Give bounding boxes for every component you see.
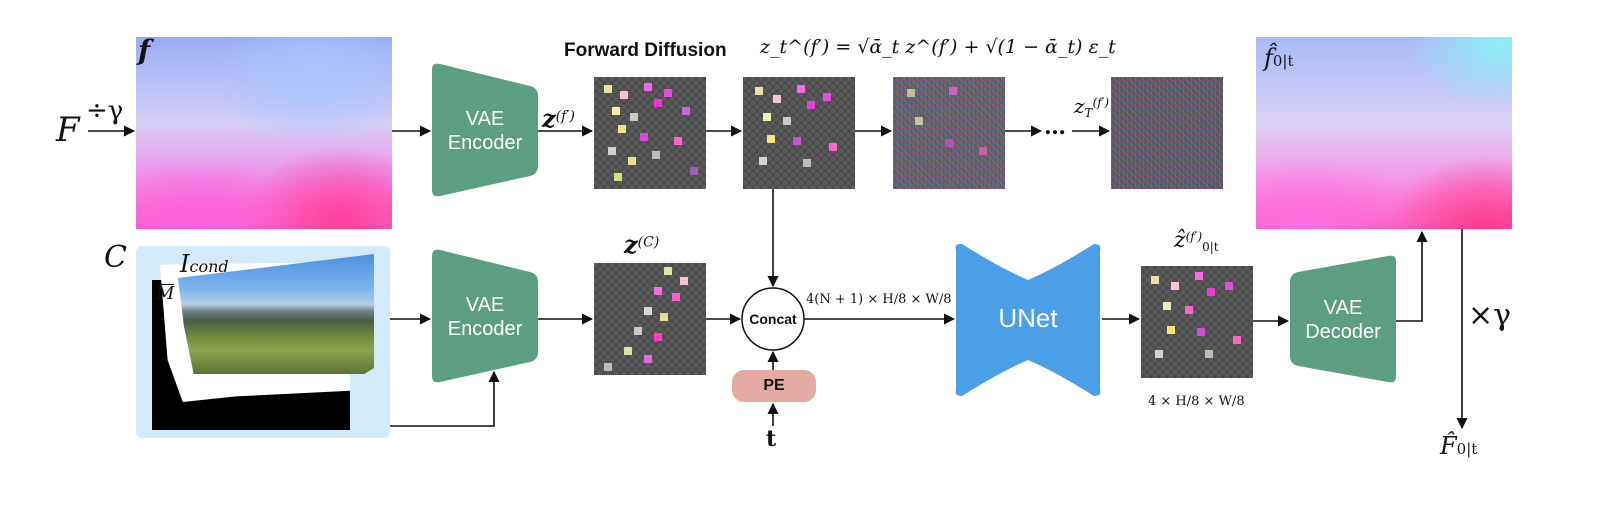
latent-z-c: [594, 263, 706, 375]
label-z-f: z(f′): [542, 104, 575, 133]
label-z-hat: ẑ(f′)0|t: [1174, 228, 1219, 254]
z-T-subscript: T: [1084, 106, 1093, 121]
dim-unet-output: 4 × H/8 × W/8: [1148, 394, 1245, 409]
vae-decoder-shape: [1290, 255, 1396, 383]
latent-z-T: [1111, 77, 1223, 189]
unet-shape: [955, 244, 1101, 396]
z-f-superscript: (f′): [555, 108, 575, 125]
label-z-T: zT(f′): [1074, 94, 1109, 120]
F-hat-symbol: F̂: [1440, 432, 1457, 460]
label-F-hat: F̂0|t: [1440, 432, 1477, 460]
concat-label: Concat: [749, 311, 797, 327]
F-hat-subscript: 0|t: [1456, 440, 1478, 458]
f-hat-subscript: 0|t: [1272, 52, 1294, 70]
forward-diffusion-title: Forward Diffusion: [564, 40, 727, 61]
pe-box: [732, 370, 816, 402]
i-cond-subscript: cond: [189, 257, 229, 276]
label-div-gamma: ÷γ: [86, 96, 124, 126]
label-times-gamma: ×γ: [1468, 298, 1512, 333]
latent-z-t1: [743, 77, 855, 189]
z-hat-symbol: ẑ: [1174, 228, 1186, 253]
label-t: t: [766, 426, 777, 452]
latent-z-hat: [1141, 266, 1253, 378]
ellipsis: …: [1044, 114, 1066, 140]
label-z-c: z(C): [624, 230, 659, 259]
f-hat-symbol: f̂: [1264, 44, 1273, 72]
i-cond-symbol: I: [180, 250, 190, 278]
flow-map-f: [136, 37, 392, 229]
label-F: F: [56, 110, 80, 150]
vae-encoder-bottom-label: VAE Encoder: [447, 294, 523, 340]
z-c-superscript: (C): [637, 234, 660, 251]
vae-encoder-bottom-shape: [432, 249, 538, 383]
condition-image: [178, 254, 374, 374]
z-c-symbol: z: [624, 230, 638, 259]
vae-encoder-top-label: VAE Encoder: [447, 108, 523, 154]
z-hat-subscript: 0|t: [1202, 240, 1219, 255]
latent-z-f: [594, 77, 706, 189]
pe-label: PE: [763, 377, 785, 394]
label-f: f: [138, 34, 151, 67]
unet-label: UNet: [998, 303, 1058, 333]
vae-encoder-top-shape: [432, 63, 538, 197]
z-T-symbol: z: [1074, 94, 1085, 118]
label-C: C: [104, 240, 127, 275]
z-hat-superscript: (f′): [1185, 229, 1203, 244]
vae-decoder-label: VAE Decoder: [1305, 297, 1381, 343]
latent-z-t2: [893, 77, 1005, 189]
z-f-symbol: z: [542, 104, 556, 133]
dim-concat-output: 4(N + 1) × H/8 × W/8: [806, 292, 952, 307]
forward-diffusion-equation: z_t^(f′) = √ᾱ_t z^(f′) + √(1 − ᾱ_t) ε_t: [760, 36, 1116, 58]
flow-map-f-hat: [1256, 37, 1512, 229]
label-I-cond: Icond: [180, 250, 229, 278]
label-M-bar: M: [156, 283, 175, 304]
label-f-hat: f̂0|t: [1264, 44, 1294, 72]
z-T-superscript: (f′): [1092, 95, 1110, 110]
